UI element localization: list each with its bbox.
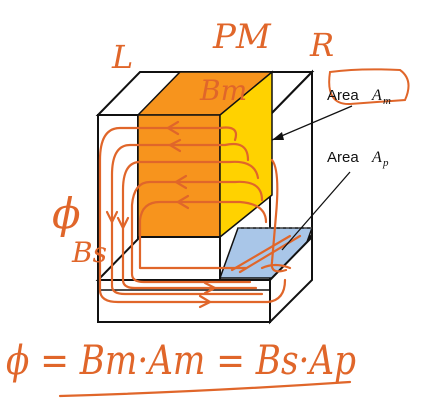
flux-loop-3 bbox=[121, 160, 260, 290]
label-left: L bbox=[111, 38, 133, 76]
flux-return-right bbox=[270, 158, 288, 273]
flux-loop-5 bbox=[138, 200, 268, 270]
flux-arrow-1 bbox=[166, 120, 180, 136]
area-p-prefix: Area bbox=[327, 149, 359, 166]
label-phi: ϕ bbox=[52, 189, 81, 238]
label-bm: Bm bbox=[199, 74, 247, 107]
area-m-arrowhead bbox=[272, 132, 284, 140]
area-m-pointer bbox=[271, 105, 353, 141]
flux-arrow-base-2 bbox=[203, 281, 217, 295]
area-m-highlight-loop bbox=[328, 68, 410, 106]
flux-loop-4 bbox=[130, 180, 264, 284]
label-pm: PM bbox=[212, 17, 272, 57]
area-m-subscript: m bbox=[383, 95, 391, 107]
equation-underline bbox=[58, 380, 352, 398]
permanent-magnet bbox=[136, 70, 274, 239]
flux-arrow-base-1 bbox=[198, 294, 212, 309]
area-m-prefix: Area bbox=[327, 87, 359, 104]
pole-flux-scribble bbox=[230, 234, 302, 274]
flux-arrow-3 bbox=[174, 174, 188, 190]
area-m-symbol: A bbox=[371, 87, 382, 104]
area-p-pointer bbox=[281, 171, 351, 251]
area-p-symbol: A bbox=[371, 149, 382, 166]
label-bs: Bs bbox=[71, 236, 107, 269]
flux-equation: ϕ = Bm·Am = Bs·Ap bbox=[6, 338, 356, 384]
callout-area-m: Area A m bbox=[271, 87, 391, 141]
magnet-front-face bbox=[137, 114, 221, 238]
callout-area-p: Area A p bbox=[281, 149, 389, 251]
flux-arrow-down-1 bbox=[105, 210, 119, 224]
flux-arrow-2 bbox=[168, 138, 182, 153]
flux-lines bbox=[98, 120, 302, 309]
flux-arrow-down-2 bbox=[116, 216, 130, 230]
flux-loop-outer bbox=[98, 126, 287, 304]
area-p-subscript: p bbox=[382, 157, 389, 169]
flux-loop-2 bbox=[110, 142, 264, 296]
flux-arrow-4 bbox=[176, 194, 190, 210]
magnet-right-face bbox=[219, 70, 273, 239]
label-right: R bbox=[309, 26, 334, 64]
